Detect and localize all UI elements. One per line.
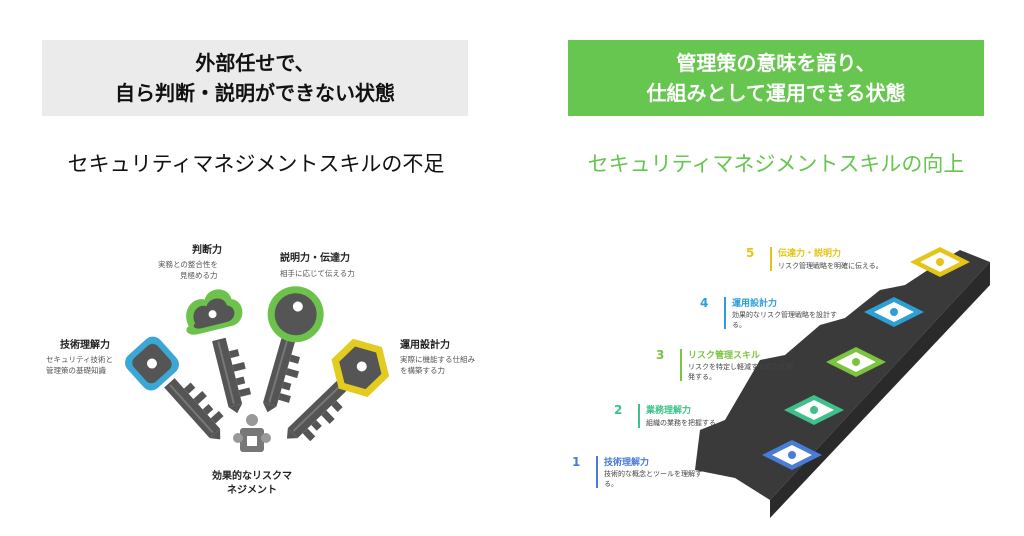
step-3-tile bbox=[826, 347, 886, 377]
step-5-tile bbox=[910, 247, 970, 277]
keys-illustration bbox=[125, 286, 390, 453]
right-header: 管理策の意味を語り、 仕組みとして運用できる状態 bbox=[568, 40, 984, 116]
step-4-title: 運用設計力 bbox=[732, 299, 778, 309]
step-4-bar bbox=[724, 297, 726, 329]
step-4-number: 4 bbox=[700, 296, 709, 310]
key-label-judgement: 判断力 bbox=[192, 245, 222, 256]
step-5-title: 伝達力・説明力 bbox=[778, 249, 842, 259]
left-header-line2: 自ら判断・説明ができない状態 bbox=[115, 81, 395, 105]
step-4-desc-1: 効果的なリスク管理戦略を設計す bbox=[732, 311, 837, 319]
step-1-tile bbox=[762, 440, 822, 470]
step-2-title: 業務理解力 bbox=[646, 406, 692, 416]
key-desc-explanation-1: 相手に応じて伝える力 bbox=[280, 269, 355, 278]
step-2-bar bbox=[638, 404, 640, 428]
step-4-tile bbox=[864, 297, 924, 327]
key-label-explanation: 説明力・伝達力 bbox=[280, 253, 350, 264]
step-3-desc-2: 発する。 bbox=[688, 373, 716, 381]
key-label-operation-design: 運用設計力 bbox=[400, 340, 450, 351]
left-subtitle: セキュリティマネジメントスキルの不足 bbox=[67, 152, 445, 176]
key-judgement bbox=[186, 289, 256, 415]
step-4-desc-2: る。 bbox=[732, 321, 746, 329]
step-1-title: 技術理解力 bbox=[604, 458, 650, 468]
center-label-line2: ネジメント bbox=[227, 485, 277, 496]
key-desc-technical-1: セキュリティ技術と bbox=[46, 355, 114, 364]
key-desc-judgement-2: 見極める力 bbox=[180, 271, 218, 280]
step-1-desc-1: 技術的な概念とツールを理解す bbox=[604, 470, 702, 478]
people-icon bbox=[233, 414, 271, 452]
left-header: 外部任せで、 自ら判断・説明ができない状態 bbox=[42, 40, 468, 116]
key-desc-judgement-1: 実務との整合性を bbox=[158, 260, 218, 269]
key-label-technical: 技術理解力 bbox=[60, 340, 110, 351]
step-3-bar bbox=[680, 349, 682, 381]
step-1-desc-2: る。 bbox=[604, 480, 618, 488]
step-5-number: 5 bbox=[746, 246, 755, 260]
left-header-line1: 外部任せで、 bbox=[195, 51, 315, 75]
step-2-desc-1: 組織の業務を把握する。 bbox=[646, 419, 723, 427]
key-technical bbox=[125, 336, 235, 445]
step-3-title: リスク管理スキル bbox=[688, 351, 761, 361]
step-2-number: 2 bbox=[614, 403, 623, 417]
key-operation-design bbox=[282, 338, 390, 453]
right-header-line1: 管理策の意味を語り、 bbox=[676, 51, 876, 75]
center-label: 効果的なリスクマ ネジメント bbox=[196, 470, 308, 498]
right-header-line2: 仕組みとして運用できる状態 bbox=[646, 81, 906, 105]
right-subtitle: セキュリティマネジメントスキルの向上 bbox=[587, 152, 965, 176]
key-desc-operation-design-2: を構築する力 bbox=[400, 366, 445, 375]
key-explanation bbox=[260, 286, 324, 418]
step-1-bar bbox=[596, 456, 598, 488]
step-3-number: 3 bbox=[656, 348, 665, 362]
step-2-tile bbox=[784, 395, 844, 425]
step-3-desc-1: リスクを特定し軽減する能力を開 bbox=[688, 363, 793, 371]
step-5-desc-1: リスク管理戦略を明確に伝える。 bbox=[778, 262, 883, 270]
center-label-line1: 効果的なリスクマ bbox=[212, 471, 292, 482]
key-desc-operation-design-1: 実際に機能する仕組み bbox=[400, 355, 475, 364]
step-1-number: 1 bbox=[572, 455, 581, 469]
step-5-bar bbox=[770, 247, 772, 271]
key-desc-technical-2: 管理策の基礎知識 bbox=[46, 366, 106, 375]
